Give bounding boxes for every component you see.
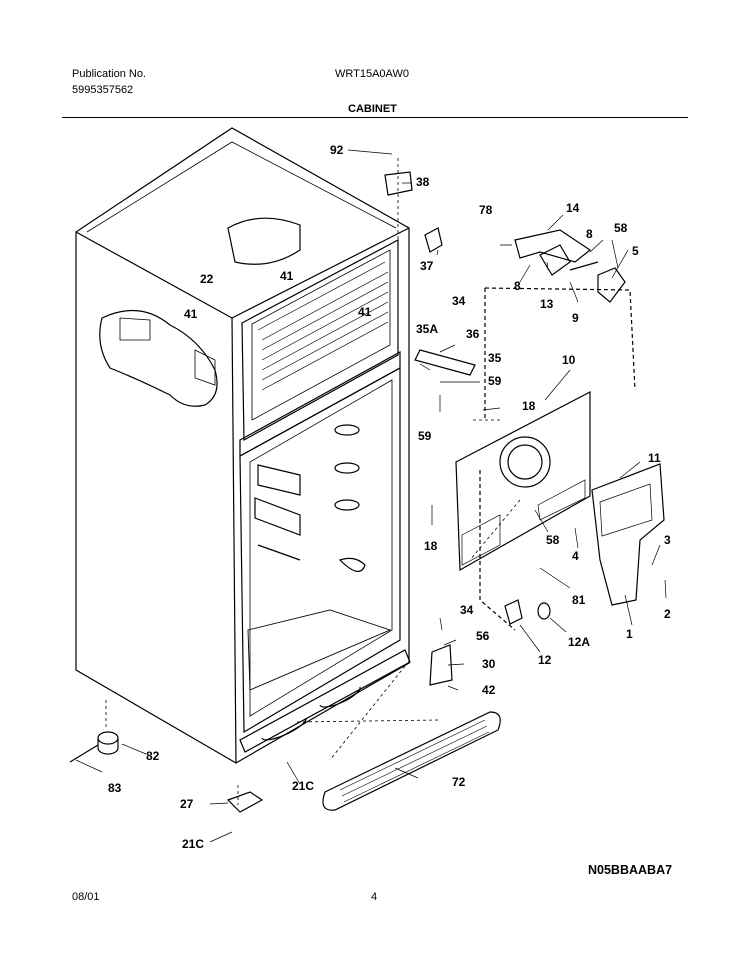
callout-label: 92 [330,143,344,157]
callout-label: 4 [572,549,579,563]
callout-label: 82 [146,749,160,763]
toe-grille [322,711,501,811]
callout-label: 37 [420,259,434,273]
callout-label: 27 [180,797,194,811]
callout-label: 14 [566,201,580,215]
callout-label: 30 [482,657,496,671]
callout-label: 13 [540,297,554,311]
callout-label: 35A [416,322,438,336]
diagram-code: N05BBAABA7 [588,863,673,877]
callout-label: 12A [568,635,590,649]
callout-label: 12 [538,653,552,667]
callout-label: 81 [572,593,586,607]
control-housing [591,463,665,606]
cabinet-front-left-edge [231,317,237,764]
callout-label: 2 [664,607,671,621]
header-rule [62,117,688,118]
publication-label: Publication No. [72,68,146,80]
model-number: WRT15A0AW0 [335,68,409,80]
roller-bracket [226,791,264,813]
callout-label: 9 [572,311,579,325]
callout-label: 38 [416,175,430,189]
callout-label: 11 [648,451,661,465]
callout-label: 18 [424,539,438,553]
footer-date: 08/01 [72,891,100,903]
callout-label: 21C [182,837,204,851]
callout-label: 58 [546,533,560,547]
page-number: 4 [371,891,378,903]
hinge-30 [429,644,453,686]
callout-label: 8 [514,279,521,293]
callout-label: 3 [664,533,671,547]
fan-bracket [514,229,592,263]
callout-label: 36 [466,327,480,341]
callout-label: 1 [626,627,633,641]
section-title: CABINET [348,103,397,115]
hinge-35 [414,349,476,376]
callout-label: 78 [479,203,493,217]
evaporator-cover [455,391,591,572]
callout-label: 59 [418,429,432,443]
hinge-38 [384,171,413,196]
callout-label: 18 [522,399,536,413]
callout-label: 8 [586,227,593,241]
callout-label: 41 [280,269,294,283]
callout-label: 56 [476,629,490,643]
callout-label: 42 [482,683,496,697]
fresh-food-compartment [239,366,401,734]
callout-label: 41 [184,307,198,321]
callout-label: 41 [358,305,372,319]
callout-label: 21C [292,779,314,793]
left-hinge-bracket [99,309,218,407]
callout-label: 35 [488,351,502,365]
callout-label: 10 [562,353,576,367]
top-vent-housing [227,217,301,265]
callout-label: 22 [200,272,214,286]
callout-label: 83 [108,781,122,795]
callout-label: 58 [614,221,628,235]
callout-label: 72 [452,775,466,789]
fan-blade [597,267,626,303]
callout-label: 5 [632,244,639,258]
callout-label: 34 [452,294,466,308]
publication-number: 5995357562 [72,84,134,96]
freezer-compartment [241,239,399,442]
callout-label: 34 [460,603,474,617]
callout-label: 59 [488,374,502,388]
